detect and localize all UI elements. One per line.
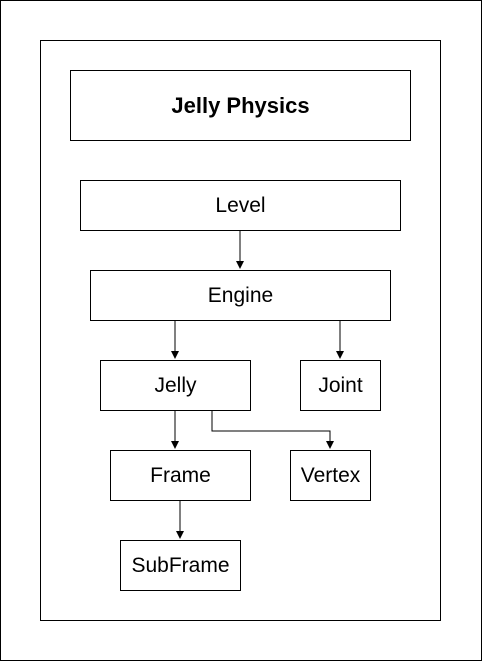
node-level: Level xyxy=(80,180,401,231)
node-vertex: Vertex xyxy=(290,450,371,501)
node-subframe: SubFrame xyxy=(120,540,241,591)
inner-border xyxy=(40,40,441,621)
diagram-title: Jelly Physics xyxy=(70,70,411,141)
node-jelly: Jelly xyxy=(100,360,251,411)
node-joint: Joint xyxy=(300,360,381,411)
node-frame: Frame xyxy=(110,450,251,501)
node-engine: Engine xyxy=(90,270,391,321)
